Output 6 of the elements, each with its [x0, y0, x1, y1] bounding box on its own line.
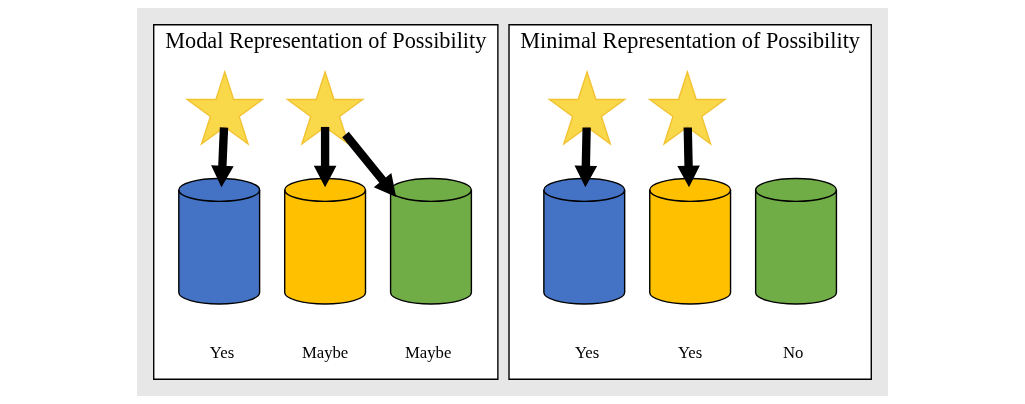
node-label: Yes [209, 342, 235, 362]
node-label: Maybe [301, 342, 349, 362]
node-label: Maybe [405, 342, 452, 362]
node-label: Yes [677, 342, 703, 362]
node-label: No [783, 342, 804, 362]
node-label: Yes [574, 342, 600, 362]
